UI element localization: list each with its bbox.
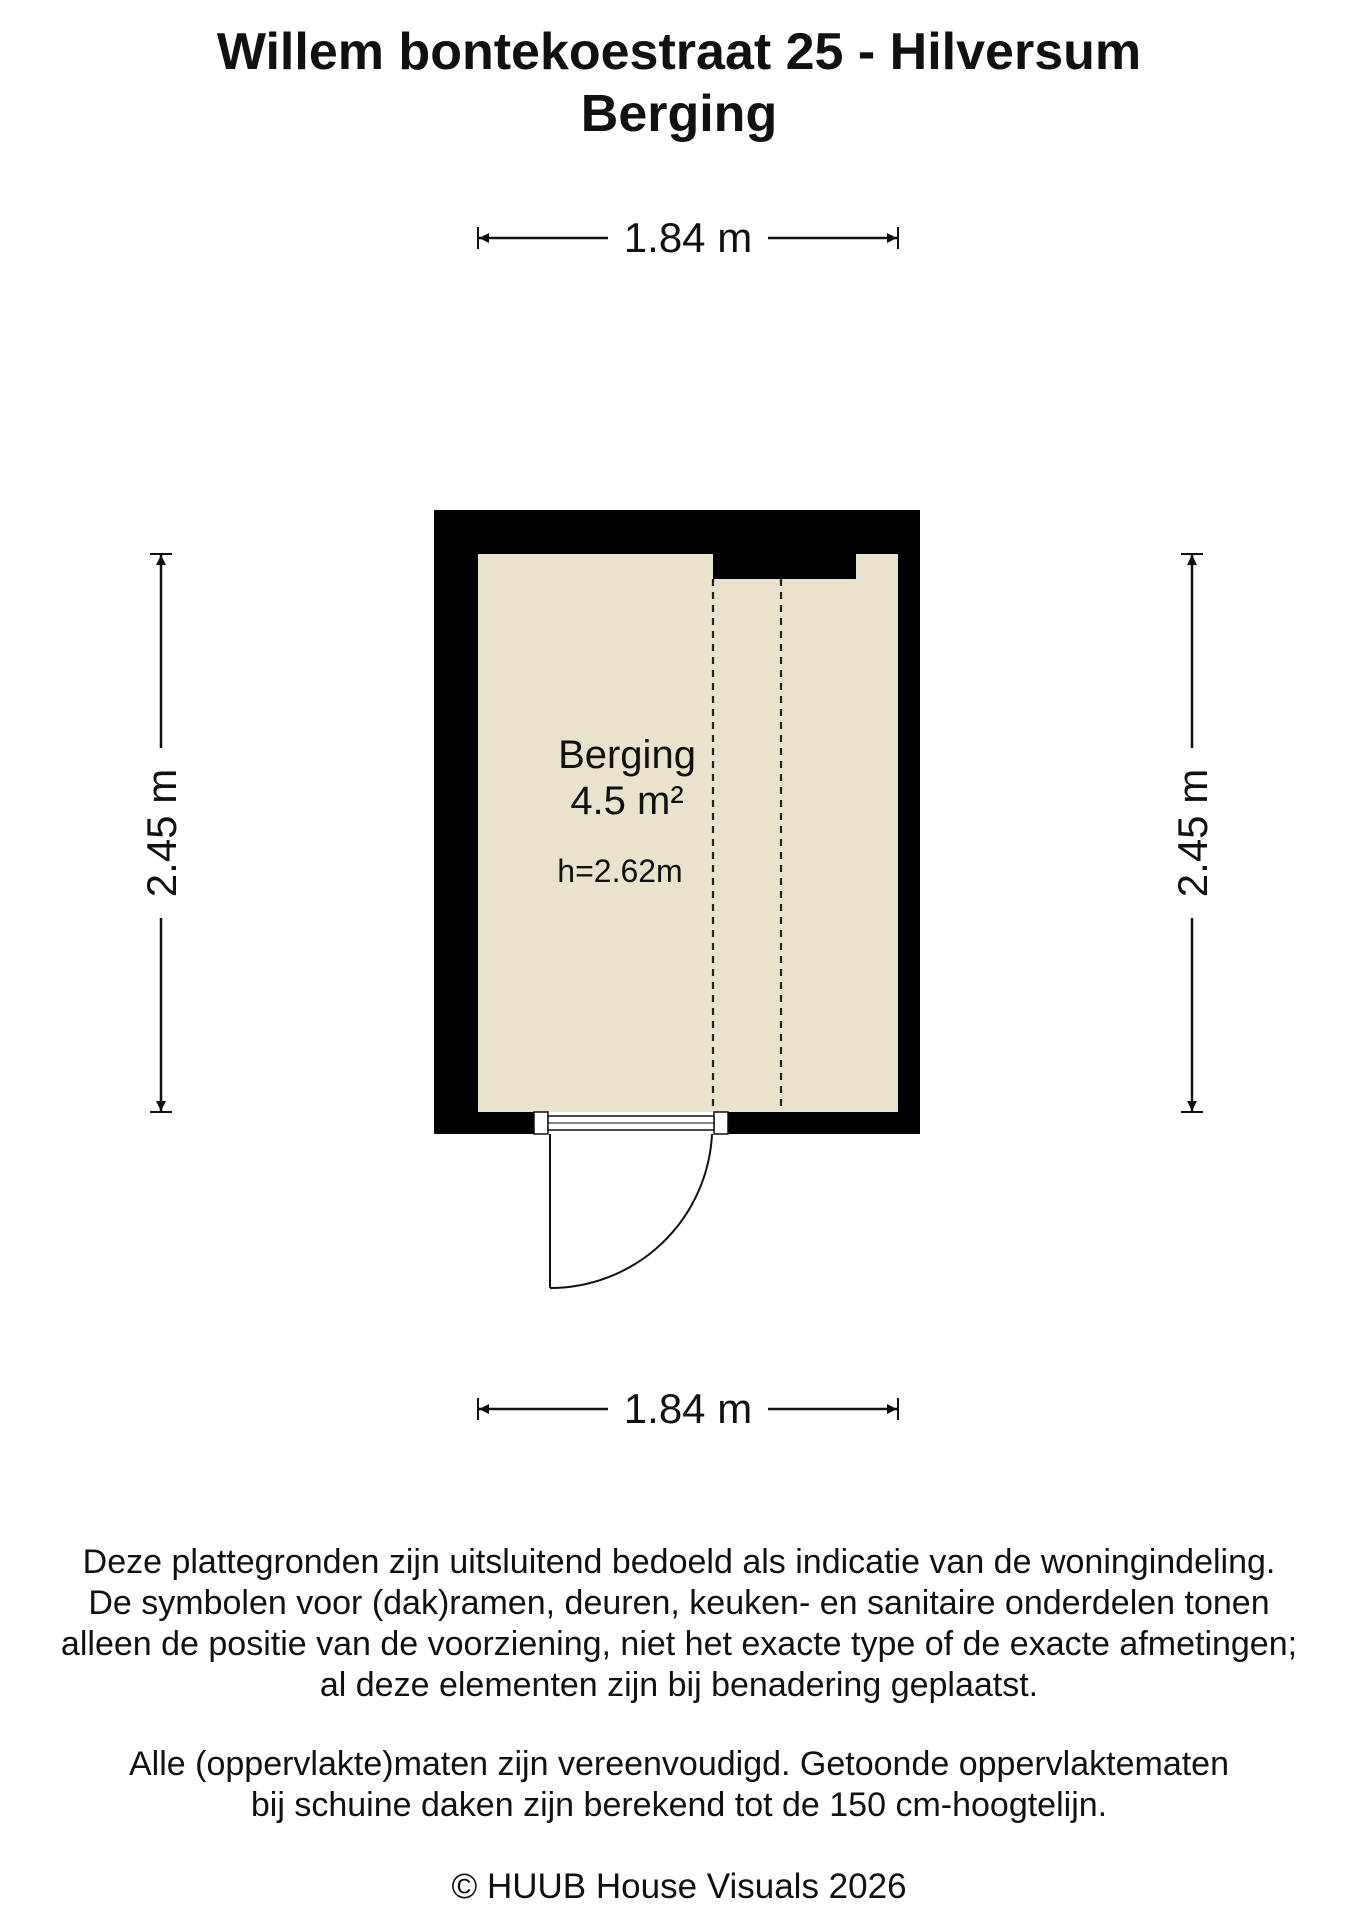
dimension-bottom-label: 1.84 m xyxy=(624,1385,752,1432)
disclaimer-paragraph-2: Alle (oppervlakte)maten zijn vereenvoudi… xyxy=(0,1744,1358,1826)
storage-shelf xyxy=(713,554,856,579)
door xyxy=(533,1111,729,1290)
disclaimer-line: bij schuine daken zijn berekend tot de 1… xyxy=(250,1786,1108,1824)
dimension-right: 2.45 m xyxy=(1169,553,1216,1113)
door-swing-arc xyxy=(549,1133,713,1290)
disclaimer-paragraph-1: Deze plattegronden zijn uitsluitend bedo… xyxy=(0,1542,1358,1706)
disclaimer-line: alleen de positie van de voorziening, ni… xyxy=(60,1625,1298,1663)
door-frame-right xyxy=(713,1111,729,1135)
door-frame-left xyxy=(533,1111,549,1135)
plan-title-room: Berging xyxy=(580,85,778,143)
disclaimer-line: Deze plattegronden zijn uitsluitend bedo… xyxy=(82,1543,1276,1581)
dimension-left: 2.45 m xyxy=(138,553,185,1113)
room-height-label: h=2.62m xyxy=(557,853,682,889)
plan-title-address: Willem bontekoestraat 25 - Hilversum xyxy=(216,23,1142,81)
dimension-top: 1.84 m xyxy=(477,214,899,261)
room-name-label: Berging xyxy=(558,733,696,777)
disclaimer-line: De symbolen voor (dak)ramen, deuren, keu… xyxy=(88,1584,1270,1622)
disclaimer-line: al deze elementen zijn bij benadering ge… xyxy=(319,1666,1039,1704)
dimension-left-label: 2.45 m xyxy=(138,769,185,897)
copyright-notice: © HUUB House Visuals 2026 xyxy=(451,1867,907,1906)
room-floor xyxy=(478,554,898,1112)
dimension-right-label: 2.45 m xyxy=(1169,769,1216,897)
dimension-top-label: 1.84 m xyxy=(624,214,752,261)
dimension-bottom: 1.84 m xyxy=(477,1385,899,1432)
room-area-label: 4.5 m² xyxy=(570,779,683,823)
disclaimer-line: Alle (oppervlakte)maten zijn vereenvoudi… xyxy=(129,1745,1229,1783)
